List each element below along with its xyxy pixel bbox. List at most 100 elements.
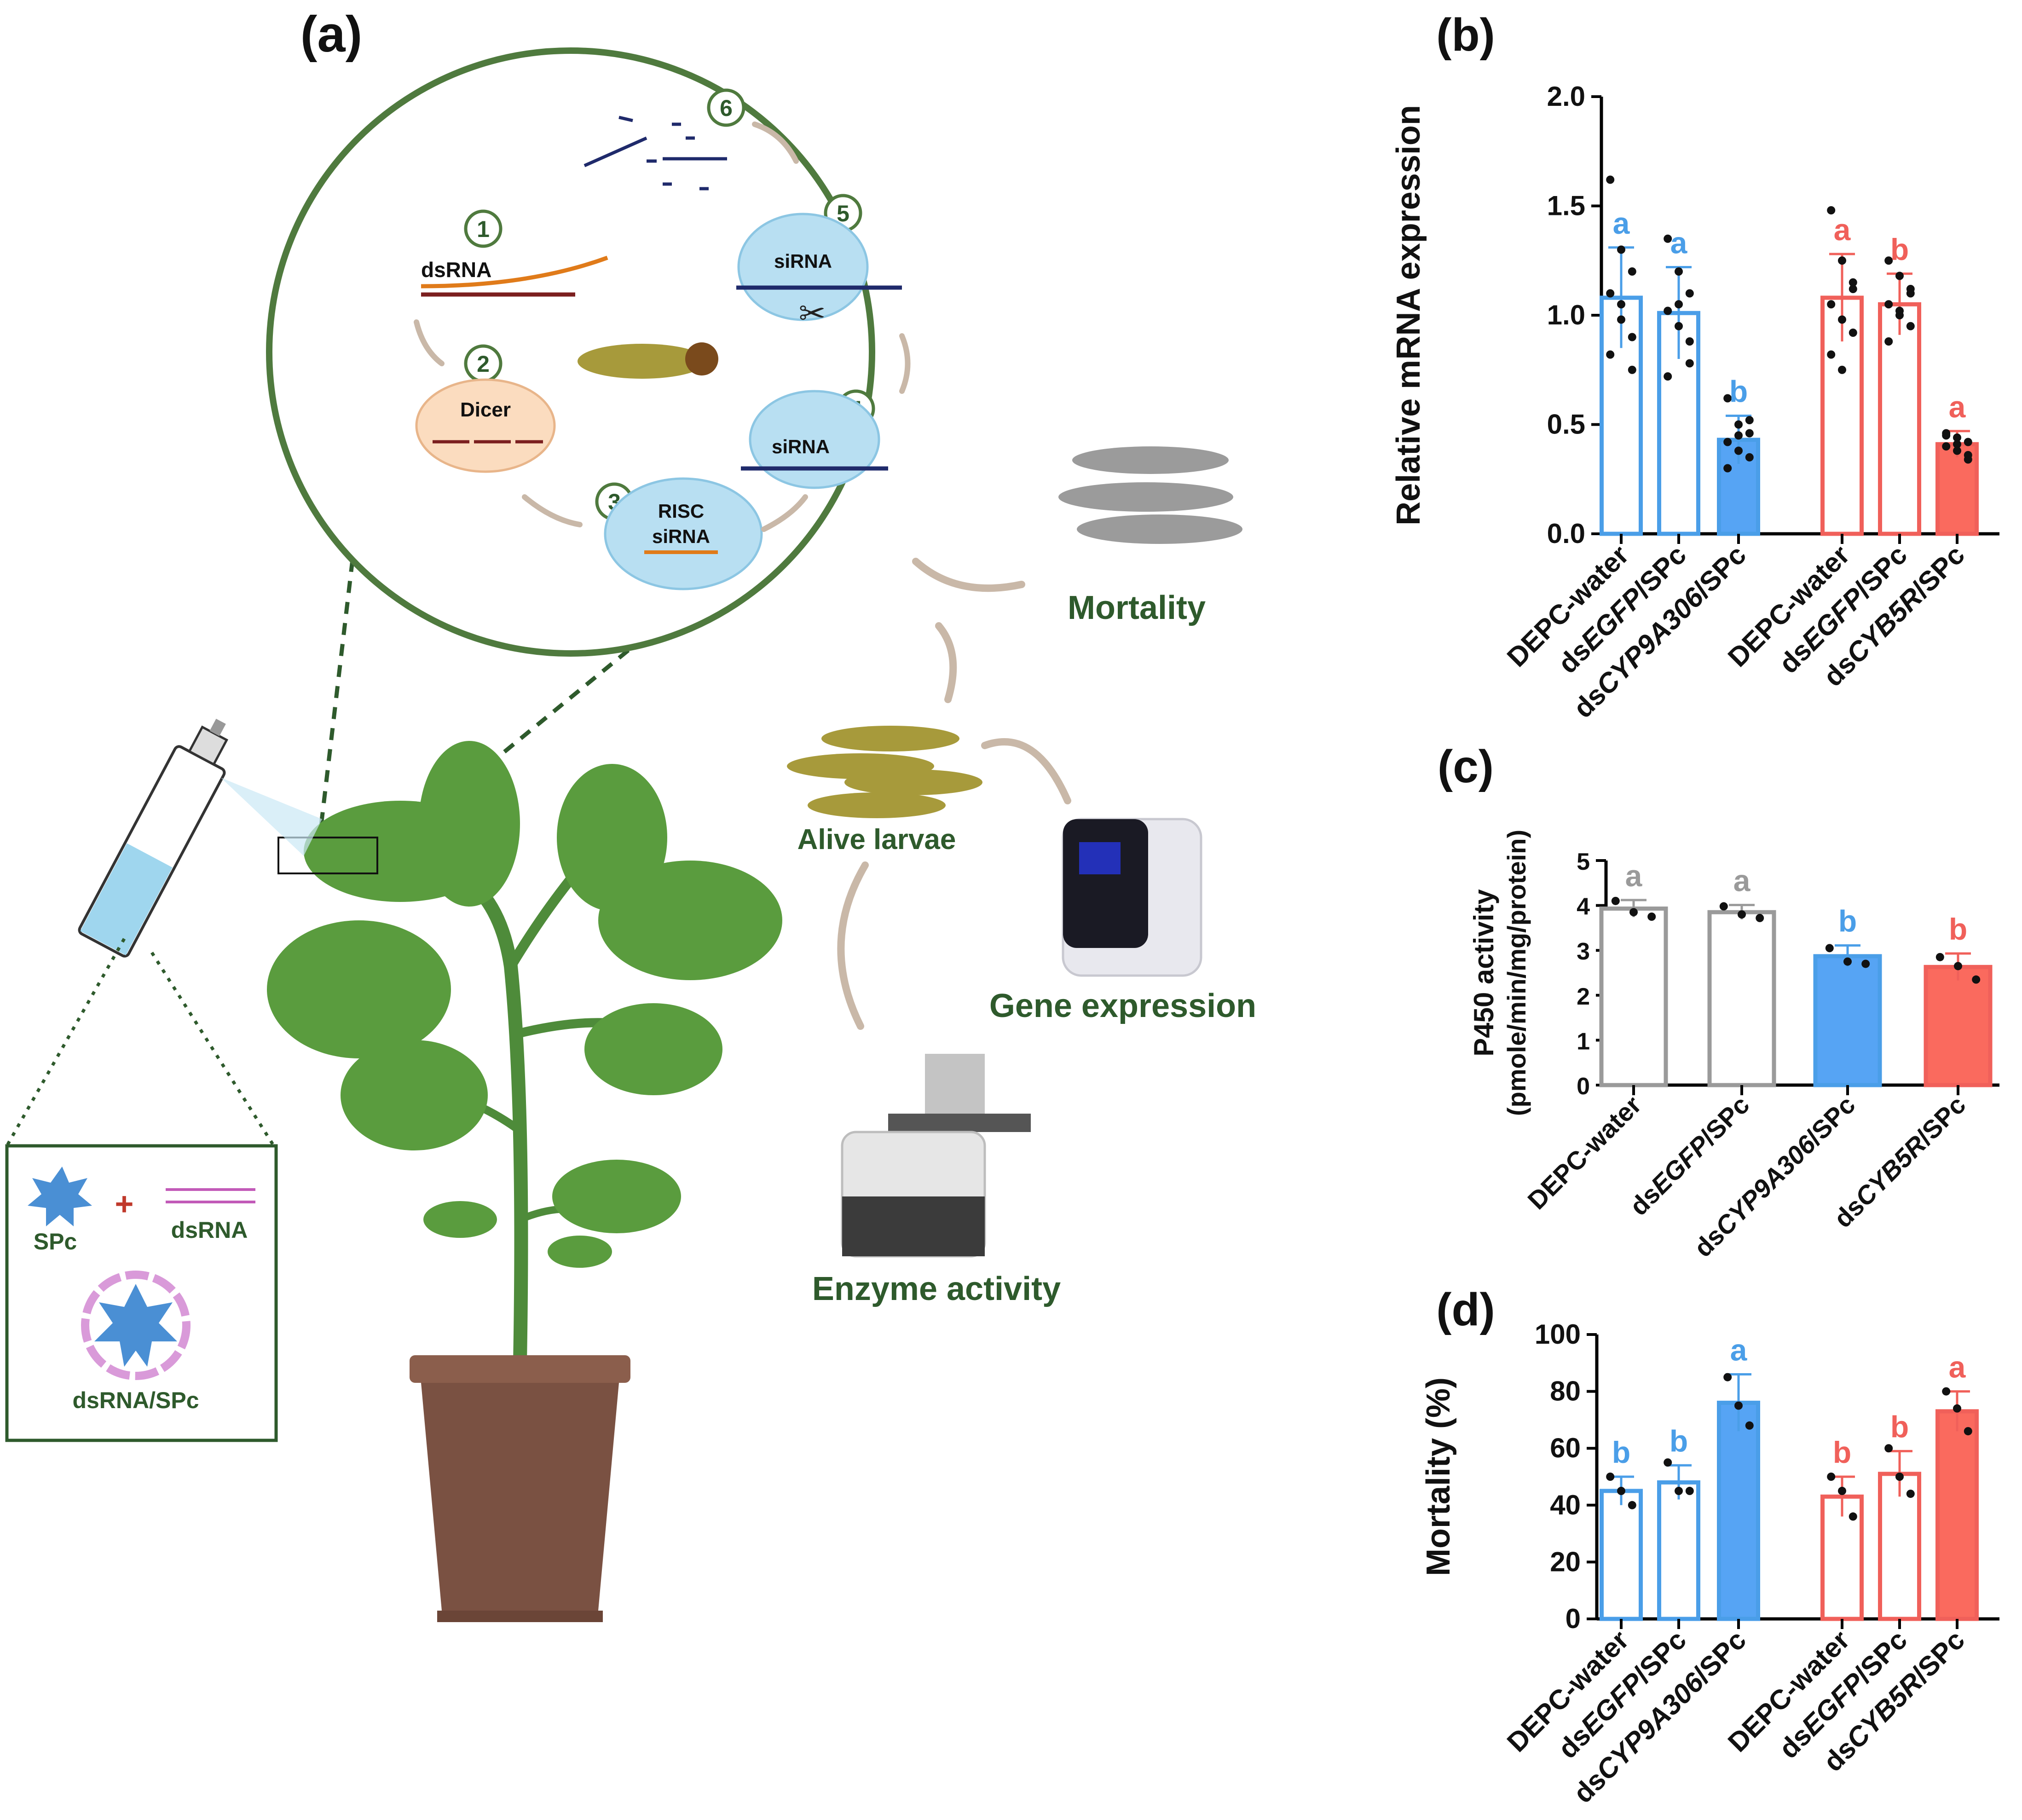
data-point bbox=[1628, 333, 1636, 341]
data-point bbox=[1849, 285, 1857, 293]
significance-letter: b bbox=[1949, 912, 1967, 946]
data-point bbox=[1942, 1387, 1951, 1396]
y-tick-label: 80 bbox=[1550, 1376, 1581, 1407]
y-tick-label: 0.0 bbox=[1547, 518, 1585, 549]
data-point bbox=[1745, 1421, 1754, 1430]
bar bbox=[1599, 906, 1668, 1087]
significance-letter: a bbox=[1613, 206, 1630, 240]
y-tick-label: 3 bbox=[1577, 938, 1590, 965]
outcome-gene-expression: Gene expression bbox=[989, 988, 1256, 1024]
alive-larvae-icon bbox=[787, 726, 982, 818]
data-point bbox=[1734, 1401, 1743, 1410]
svg-text:2: 2 bbox=[477, 351, 490, 377]
outcome-arrows bbox=[837, 558, 1071, 1030]
bar bbox=[1657, 1480, 1700, 1621]
sprayer-bottle-icon bbox=[78, 718, 229, 958]
data-point bbox=[1964, 1427, 1972, 1436]
data-point bbox=[1964, 438, 1972, 446]
data-point bbox=[1884, 300, 1893, 309]
data-point bbox=[1675, 322, 1683, 330]
data-point bbox=[1825, 944, 1834, 953]
data-point bbox=[1647, 913, 1656, 921]
data-point bbox=[1745, 453, 1754, 462]
data-point bbox=[1964, 455, 1972, 464]
data-point bbox=[1675, 300, 1683, 309]
data-point bbox=[1935, 953, 1944, 961]
data-point bbox=[1895, 1473, 1904, 1481]
y-tick-label: 1.5 bbox=[1547, 191, 1585, 221]
data-point bbox=[1664, 306, 1672, 315]
data-point bbox=[1628, 1501, 1636, 1509]
plate-reader-icon bbox=[841, 1054, 1031, 1258]
inset-dsrna-label: dsRNA bbox=[171, 1217, 248, 1243]
complex-star-icon bbox=[94, 1284, 177, 1367]
outcome-enzyme-activity: Enzyme activity bbox=[812, 1271, 1061, 1307]
data-point bbox=[1723, 1373, 1732, 1381]
data-point bbox=[1827, 300, 1836, 309]
data-point bbox=[1606, 350, 1615, 359]
data-point bbox=[1738, 910, 1746, 919]
inset-spc-label: SPc bbox=[34, 1229, 77, 1254]
inset-plus: + bbox=[115, 1186, 134, 1222]
data-point bbox=[1895, 272, 1904, 280]
y-tick-label: 0 bbox=[1566, 1603, 1581, 1634]
panel-label: (c) bbox=[1438, 741, 1494, 792]
data-point bbox=[1827, 350, 1836, 359]
svg-text:1: 1 bbox=[477, 216, 490, 242]
data-point bbox=[1685, 289, 1694, 298]
y-axis-label: P450 activity bbox=[1468, 889, 1499, 1057]
data-point bbox=[1953, 446, 1961, 455]
data-point bbox=[1849, 329, 1857, 337]
outcome-mortality: Mortality bbox=[1068, 589, 1206, 626]
data-point bbox=[1685, 359, 1694, 368]
bar bbox=[1707, 910, 1776, 1087]
dsrna-ladder-icon bbox=[166, 1188, 255, 1203]
data-point bbox=[1723, 438, 1732, 446]
risc-label: RISC bbox=[658, 500, 704, 522]
data-point bbox=[1606, 289, 1615, 298]
significance-letter: a bbox=[1670, 226, 1688, 260]
data-point bbox=[1675, 267, 1683, 276]
qpcr-machine-icon bbox=[1062, 818, 1202, 977]
y-axis-label-units: (pmole/min/mg/protein) bbox=[1502, 830, 1531, 1116]
y-tick-label: 5 bbox=[1577, 849, 1590, 875]
significance-letter: b bbox=[1833, 1435, 1851, 1469]
scissors-icon: ✂ bbox=[799, 295, 826, 331]
data-point bbox=[1745, 416, 1754, 424]
data-point bbox=[1942, 431, 1951, 440]
data-point bbox=[1838, 315, 1846, 324]
data-point bbox=[1664, 372, 1672, 381]
y-tick-label: 1.0 bbox=[1547, 300, 1585, 330]
data-point bbox=[1745, 429, 1754, 438]
data-point bbox=[1954, 962, 1962, 971]
significance-letter: a bbox=[1730, 1333, 1748, 1367]
data-point bbox=[1895, 306, 1904, 315]
dsrna-label-step1: dsRNA bbox=[421, 258, 491, 282]
bar bbox=[1717, 1400, 1760, 1621]
data-point bbox=[1942, 442, 1951, 451]
significance-letter: b bbox=[1612, 1435, 1630, 1469]
sirna-label-step5: siRNA bbox=[774, 250, 832, 272]
significance-letter: b bbox=[1890, 232, 1909, 266]
data-point bbox=[1953, 440, 1961, 449]
data-point bbox=[1685, 1486, 1694, 1495]
significance-letter: b bbox=[1890, 1410, 1909, 1444]
significance-letter: a bbox=[1625, 859, 1643, 893]
data-point bbox=[1906, 1490, 1915, 1498]
data-point bbox=[1838, 1486, 1846, 1495]
flower-pot-icon bbox=[410, 1355, 630, 1622]
data-point bbox=[1861, 959, 1870, 968]
schematic-panel: (a) 6 1 dsRNA 2 bbox=[5, 6, 1256, 1622]
y-tick-label: 0.5 bbox=[1547, 409, 1585, 440]
data-point bbox=[1664, 234, 1672, 243]
dead-larvae-icon bbox=[1058, 446, 1242, 544]
y-tick-label: 60 bbox=[1550, 1433, 1581, 1463]
significance-letter: b bbox=[1670, 1424, 1688, 1458]
data-point bbox=[1685, 337, 1694, 346]
data-point bbox=[1611, 896, 1620, 905]
step-6-badge: 6 bbox=[707, 88, 745, 127]
data-point bbox=[1827, 206, 1836, 214]
significance-letter: a bbox=[1733, 864, 1751, 898]
